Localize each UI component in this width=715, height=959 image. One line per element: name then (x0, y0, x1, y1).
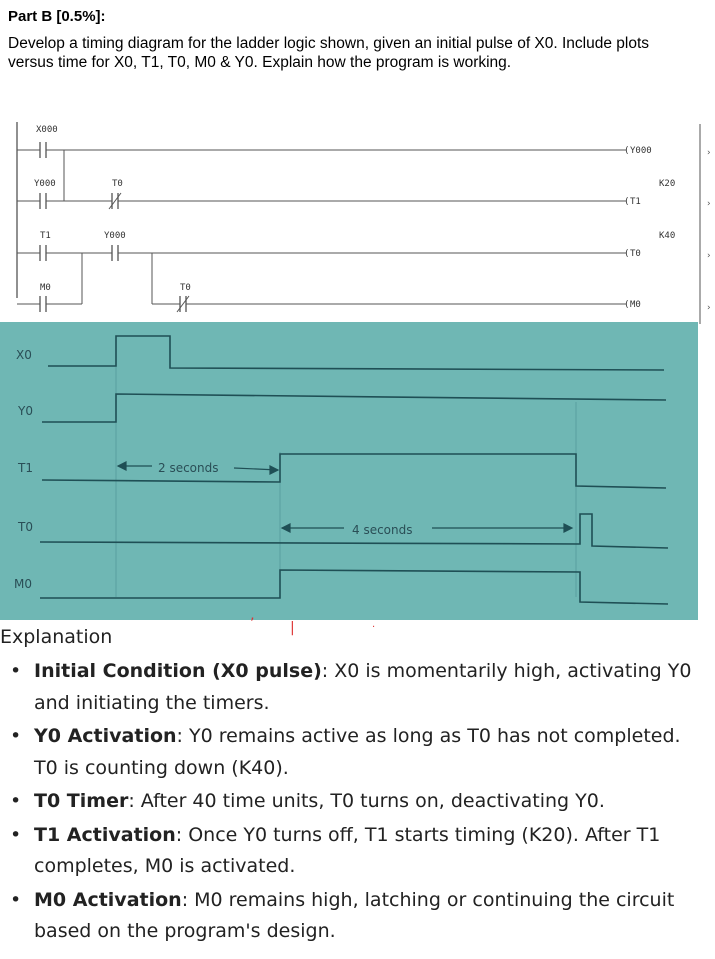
trace-m0 (40, 569, 669, 605)
trace-t1 (41, 453, 667, 489)
rung1-contact1-label: X000 (36, 125, 58, 135)
ladder-diagram: › › › › X000 ( Y000 Y000 T0 K20 ( T1 T1 … (0, 118, 715, 326)
explanation-item: •Y0 Activation: Y0 remains active as lon… (10, 725, 681, 779)
rung2-setting: K20 (659, 179, 675, 189)
rung2-contact2-label: T0 (112, 179, 123, 189)
rung2-coil-label: T1 (630, 197, 641, 207)
signal-label-t1: T1 (17, 461, 33, 475)
svg-text:›: › (706, 303, 711, 313)
rung3-contact2-label: Y000 (104, 231, 126, 241)
trace-y0 (42, 393, 667, 423)
rung2-contact1-label: Y000 (34, 179, 56, 189)
svg-text:(: ( (624, 249, 629, 259)
rung1-coil-label: Y000 (630, 146, 652, 156)
red-mark-1: ’ (250, 616, 255, 632)
explanation-item: •T1 Activation: Once Y0 turns off, T1 st… (10, 823, 661, 878)
signal-label-y0: Y0 (17, 404, 33, 418)
explanation-heading: Explanation (0, 626, 113, 648)
timing-diagram: X0 Y0 T1 T0 M0 2 seconds (0, 322, 698, 620)
annotation-4-seconds: 4 seconds (352, 523, 413, 537)
signal-label-x0: X0 (16, 348, 32, 362)
rung4-coil-label: M0 (630, 300, 641, 310)
trace-x0 (48, 335, 665, 371)
annotation-2-seconds: 2 seconds (158, 461, 219, 475)
rung3-coil-label: T0 (630, 249, 641, 259)
explanation-list: •Initial Condition (X0 pulse): X0 is mom… (8, 656, 708, 950)
red-mark-3: · (372, 622, 376, 633)
question-text: Develop a timing diagram for the ladder … (8, 35, 650, 71)
svg-text:›: › (706, 148, 711, 158)
signal-label-m0: M0 (14, 577, 32, 591)
signal-label-t0: T0 (17, 520, 33, 534)
rung3-setting: K40 (659, 231, 675, 241)
svg-text:(: ( (624, 197, 629, 207)
rung4-contact2-label: T0 (180, 283, 191, 293)
svg-text:(: ( (624, 146, 629, 156)
explanation-item: •T0 Timer: After 40 time units, T0 turns… (10, 790, 605, 812)
trace-t0 (39, 513, 669, 549)
rung4-contact1-label: M0 (40, 283, 51, 293)
rung3-contact1-label: T1 (40, 231, 51, 241)
explanation-item: •Initial Condition (X0 pulse): X0 is mom… (10, 660, 692, 714)
red-mark-2: | (290, 620, 295, 636)
svg-text:›: › (706, 251, 711, 261)
question-title: Part B [0.5%]: (8, 8, 106, 25)
explanation-item: •M0 Activation: M0 remains high, latchin… (10, 888, 675, 943)
svg-text:›: › (706, 199, 711, 209)
svg-text:(: ( (624, 300, 629, 310)
